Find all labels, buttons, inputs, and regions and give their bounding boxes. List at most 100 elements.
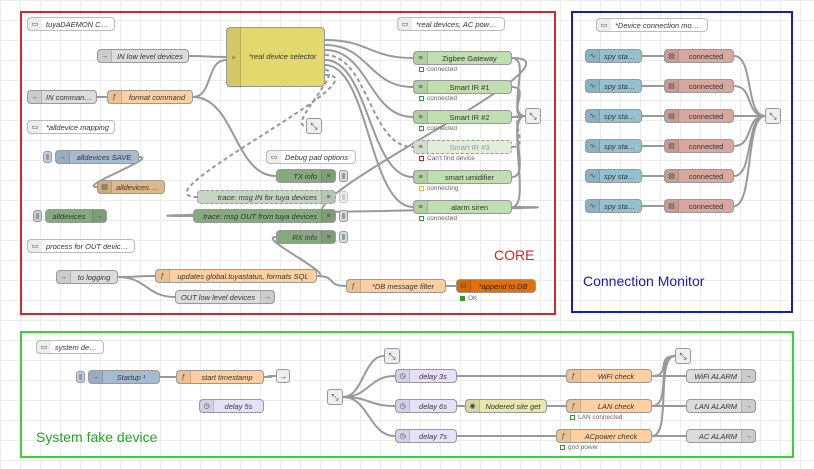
http-nodered-site-get[interactable]: ◉Nodered site get (465, 399, 547, 413)
wire (271, 236, 322, 277)
wire (651, 355, 676, 437)
template-icon: ▤ (665, 170, 679, 182)
status-icon: ∿ (586, 50, 600, 62)
template-connected[interactable]: ▤connected (664, 109, 734, 123)
link-in-low-level-devices[interactable]: →IN low level devices (97, 49, 189, 63)
smart-ir-1-status: connected (419, 95, 457, 102)
debug-trace-msg-in[interactable]: trace: msg IN for tuya devices≡ (197, 190, 336, 204)
switch-real-device-selector[interactable]: ⑂*real device selector (226, 27, 325, 88)
debug-rx-info[interactable]: RX info≡ (276, 230, 336, 244)
junction-system-top[interactable]: ⤡ (384, 348, 400, 364)
status-ring (419, 216, 424, 221)
inject-alldevices-save-button[interactable] (43, 151, 52, 163)
debug-icon: ≡ (321, 191, 335, 203)
delay-6s[interactable]: ◷delay 6s (395, 399, 457, 413)
status-ring (570, 415, 575, 420)
function-db-message-filter[interactable]: ƒ*DB message filter (346, 279, 446, 293)
link-alldevices-button[interactable] (33, 210, 42, 222)
link-out-icon: → (92, 210, 106, 222)
zigbee-status: connected (419, 66, 457, 73)
device-smart-ir-2[interactable]: ≡Smart IR #2 (413, 110, 512, 124)
link-out-lan-alarm[interactable]: LAN ALARM→ (686, 399, 756, 413)
template-connected[interactable]: ▤connected (664, 199, 734, 213)
debug-tx-info-toggle[interactable] (339, 170, 348, 182)
template-connected[interactable]: ▤connected (664, 79, 734, 93)
comment-real-devices[interactable]: ▭*real devices, AC powered (397, 17, 505, 31)
link-out-icon: → (741, 430, 755, 442)
template-connected[interactable]: ▤connected (664, 169, 734, 183)
wire (188, 55, 227, 58)
link-out-low-level-devices[interactable]: OUT low level devices→ (175, 290, 275, 304)
device-smart-ir-1[interactable]: ≡Smart IR #1 (413, 80, 512, 94)
delay-3s[interactable]: ◷delay 3s (395, 369, 457, 383)
database-icon: ⛁ (457, 280, 471, 292)
delay-7s[interactable]: ◷delay 7s (395, 429, 457, 443)
status-spy-status[interactable]: ∿spy status (585, 139, 642, 153)
template-connected[interactable]: ▤connected (664, 139, 734, 153)
comment-device-connection-monitor[interactable]: ▭*Device connection monitor (596, 18, 708, 32)
device-alarm-siren[interactable]: ≡alarm siren (413, 200, 512, 214)
status-spy-status[interactable]: ∿spy status (585, 169, 642, 183)
device-zigbee-gateway[interactable]: ≡Zigbee Gateway (413, 51, 512, 65)
link-in-commands[interactable]: →IN commands (27, 90, 97, 104)
status-ring (419, 126, 424, 131)
wire (733, 115, 766, 207)
debug-icon: ≡ (321, 210, 335, 222)
link-out-alldevices[interactable]: alldevices→ (45, 209, 107, 223)
inject-startup-button[interactable] (76, 371, 85, 383)
debug-icon: ≡ (321, 170, 335, 182)
sql-append-to-db[interactable]: ⛁*append to DB (456, 279, 536, 293)
device-smart-ir-3[interactable]: ≡Smart IR #3 (413, 140, 512, 154)
wire (185, 74, 337, 198)
wifi-icon: ≡ (414, 111, 428, 123)
junction-system-in[interactable]: ⤡ (327, 389, 343, 405)
link-out-ac-alarm[interactable]: AC ALARM→ (686, 429, 756, 443)
debug-rx-info-toggle[interactable] (339, 231, 348, 243)
junction-system-out[interactable]: ⤡ (675, 348, 691, 364)
status-spy-status[interactable]: ∿spy status (585, 49, 642, 63)
system-fake-device-group-label: System fake device (36, 429, 158, 445)
status-spy-status[interactable]: ∿spy status (585, 199, 642, 213)
template-icon: ▤ (665, 200, 679, 212)
file-alldevices-json[interactable]: ▤alldevices.json (97, 180, 165, 194)
file-icon: ▤ (98, 181, 112, 193)
comment-system-device[interactable]: ▭system device (36, 340, 104, 354)
comment-process-out-msg[interactable]: ▭process for OUT device msg (27, 239, 135, 253)
alarm-siren-status: connected (419, 215, 457, 222)
inject-alldevices-save[interactable]: →alldevices SAVE (55, 150, 139, 164)
function-icon: ƒ (567, 400, 581, 412)
wifi-icon: ≡ (414, 171, 428, 183)
debug-trace-out-toggle[interactable] (339, 210, 348, 222)
debug-trace-msg-out[interactable]: trace: msg OUT from tuya devices≡ (193, 209, 336, 223)
delay-5s[interactable]: ◷delay 5s (199, 399, 264, 413)
status-spy-status[interactable]: ∿spy status (585, 79, 642, 93)
comment-alldevice-mapping[interactable]: ▭*alldevice mapping (27, 120, 115, 134)
junction-devices-out[interactable]: ⤡ (525, 108, 541, 124)
junction-monitor-out[interactable]: ⤡ (765, 108, 781, 124)
status-ring (419, 186, 424, 191)
comment-icon: ▭ (398, 18, 412, 30)
debug-trace-in-toggle[interactable] (339, 191, 348, 203)
link-out-to-logging[interactable]: →to logging (56, 270, 118, 284)
comment-icon: ▭ (28, 240, 42, 252)
link-startup-out[interactable]: → (276, 369, 290, 383)
wifi-icon: ≡ (414, 141, 428, 153)
link-out-wifi-alarm[interactable]: WiFi ALARM→ (686, 369, 756, 383)
status-spy-status[interactable]: ∿spy status (585, 109, 642, 123)
template-connected[interactable]: ▤connected (664, 49, 734, 63)
debug-tx-info[interactable]: TX info≡ (276, 169, 336, 183)
junction-core-left[interactable]: ⤡ (306, 118, 322, 134)
comment-debug-pad-options[interactable]: ▭Debug pad options (266, 150, 356, 164)
inject-startup[interactable]: →Startup ¹ (88, 370, 160, 384)
device-smart-umidifier[interactable]: ≡smart umidifier (413, 170, 512, 184)
status-icon: ∿ (586, 140, 600, 152)
template-icon: ▤ (665, 50, 679, 62)
switch-icon: ⑂ (227, 28, 241, 88)
comment-tuyadaemon-core[interactable]: ▭tuyaDAEMON CORE (27, 17, 115, 31)
